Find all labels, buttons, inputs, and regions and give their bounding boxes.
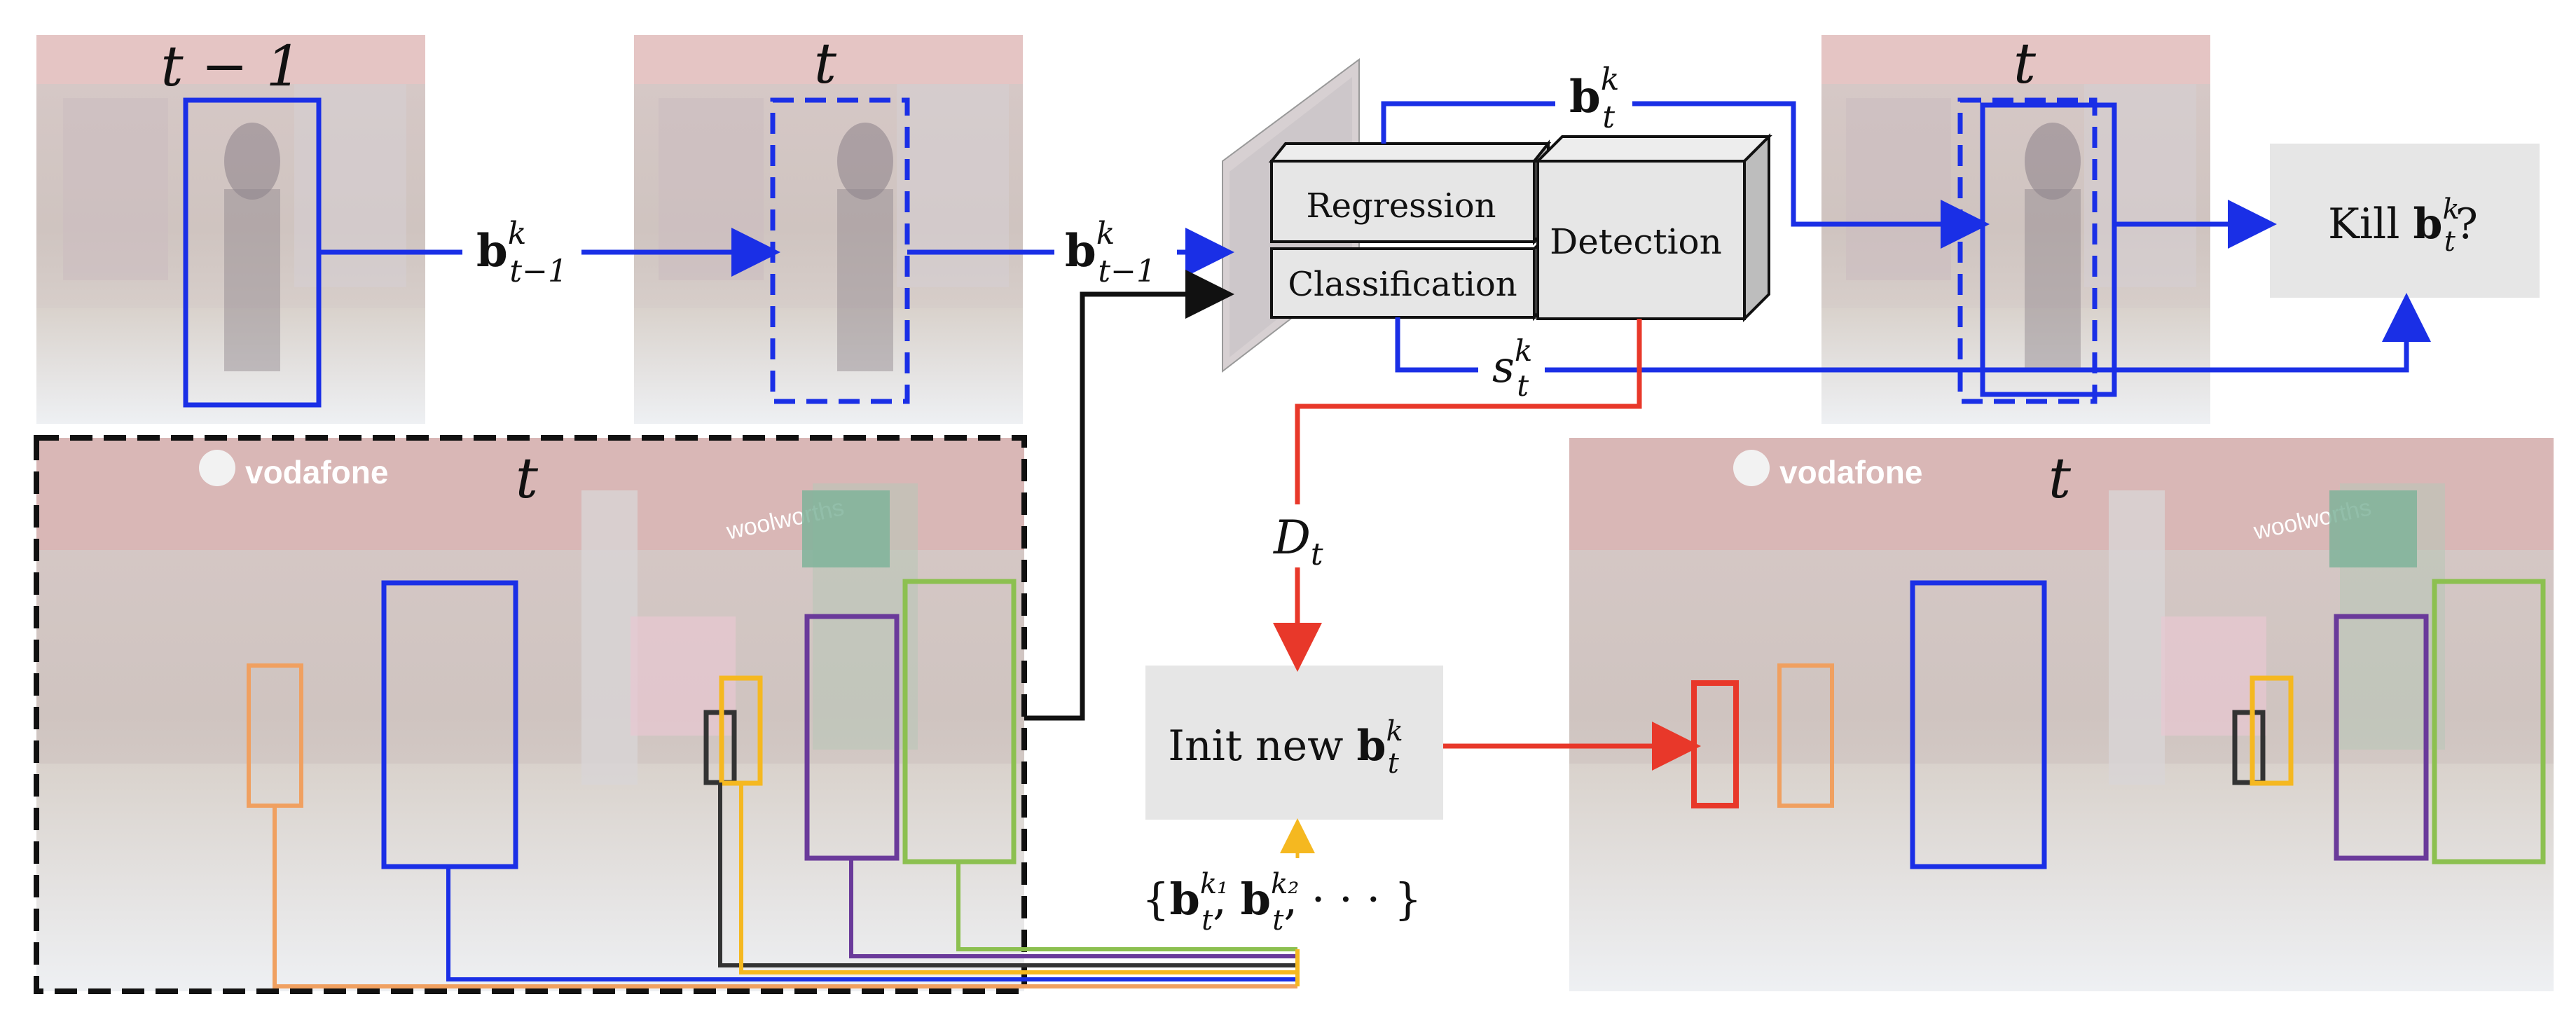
out-box-purple: [2334, 614, 2429, 861]
init-sub: t: [1388, 747, 1400, 780]
link-purple: [849, 858, 1297, 958]
link-dark: [718, 783, 1297, 967]
out-box-blue: [1910, 580, 2047, 869]
frame-t-output: t: [1821, 31, 2210, 424]
link-yellow: [739, 783, 1297, 974]
out-box-orange: [1777, 663, 1834, 808]
kill-sup: k: [2442, 193, 2459, 226]
detection-label: Detection: [1550, 221, 1722, 262]
label-detections: Dt: [1273, 511, 1323, 572]
classification-label: Classification: [1288, 265, 1517, 304]
arrow-regression-to-output-tail: [1632, 101, 1990, 249]
classification-block: Classification: [1270, 231, 1550, 322]
time-label-current: t: [814, 31, 837, 96]
full-frame-dashed-border: [34, 435, 1027, 994]
kill-sub: t: [2444, 226, 2456, 258]
brand-sign-output: vodafone: [1779, 454, 1922, 490]
frame-t-current: t: [634, 31, 1023, 424]
arrow-score-to-kill-tail: [1545, 293, 2431, 373]
init-prefix: Init new: [1168, 722, 1356, 771]
kill-prefix: Kill: [2328, 200, 2413, 249]
init-b: b: [1357, 722, 1386, 771]
link-green: [956, 862, 1297, 951]
out-box-green: [2432, 579, 2546, 864]
brand-sign: vodafone: [245, 454, 388, 490]
arrow-regression-to-output: [1381, 101, 1555, 144]
frame-full-output: vodafone woolworths t: [1569, 438, 2554, 991]
time-label-prev: t − 1: [161, 34, 302, 99]
frame-t-minus-1: t − 1: [36, 34, 425, 424]
full-frame-time-label: t: [516, 446, 539, 511]
regressed-box: [1980, 102, 2117, 397]
init-sup: k: [1386, 715, 1403, 747]
regression-block: Regression: [1268, 139, 1552, 246]
regression-label: Regression: [1306, 186, 1496, 226]
arrow-score-to-kill: [1395, 317, 1478, 373]
kill-suffix: ?: [2456, 200, 2478, 249]
link-orange: [273, 806, 1297, 988]
kill-b: b: [2413, 200, 2443, 249]
link-blue: [446, 867, 1297, 981]
frame-full-input: vodafone woolworths t: [34, 435, 1027, 994]
time-label-output: t: [2013, 31, 2037, 96]
output-frame-time-label: t: [2048, 446, 2072, 511]
svg-text:Init new bkt: Init new bkt: [1168, 715, 1403, 780]
out-box-yellow: [2250, 675, 2294, 786]
svg-text:Kill bkt?: Kill bkt?: [2328, 193, 2478, 258]
detection-block: Detection: [1534, 133, 1772, 322]
arrow-full-frame-to-network: [1024, 270, 1234, 721]
out-box-dark: [2232, 710, 2266, 785]
prior-box-dashed-output: [1957, 97, 2098, 404]
arrow-detection-to-dt: [1295, 319, 1642, 504]
